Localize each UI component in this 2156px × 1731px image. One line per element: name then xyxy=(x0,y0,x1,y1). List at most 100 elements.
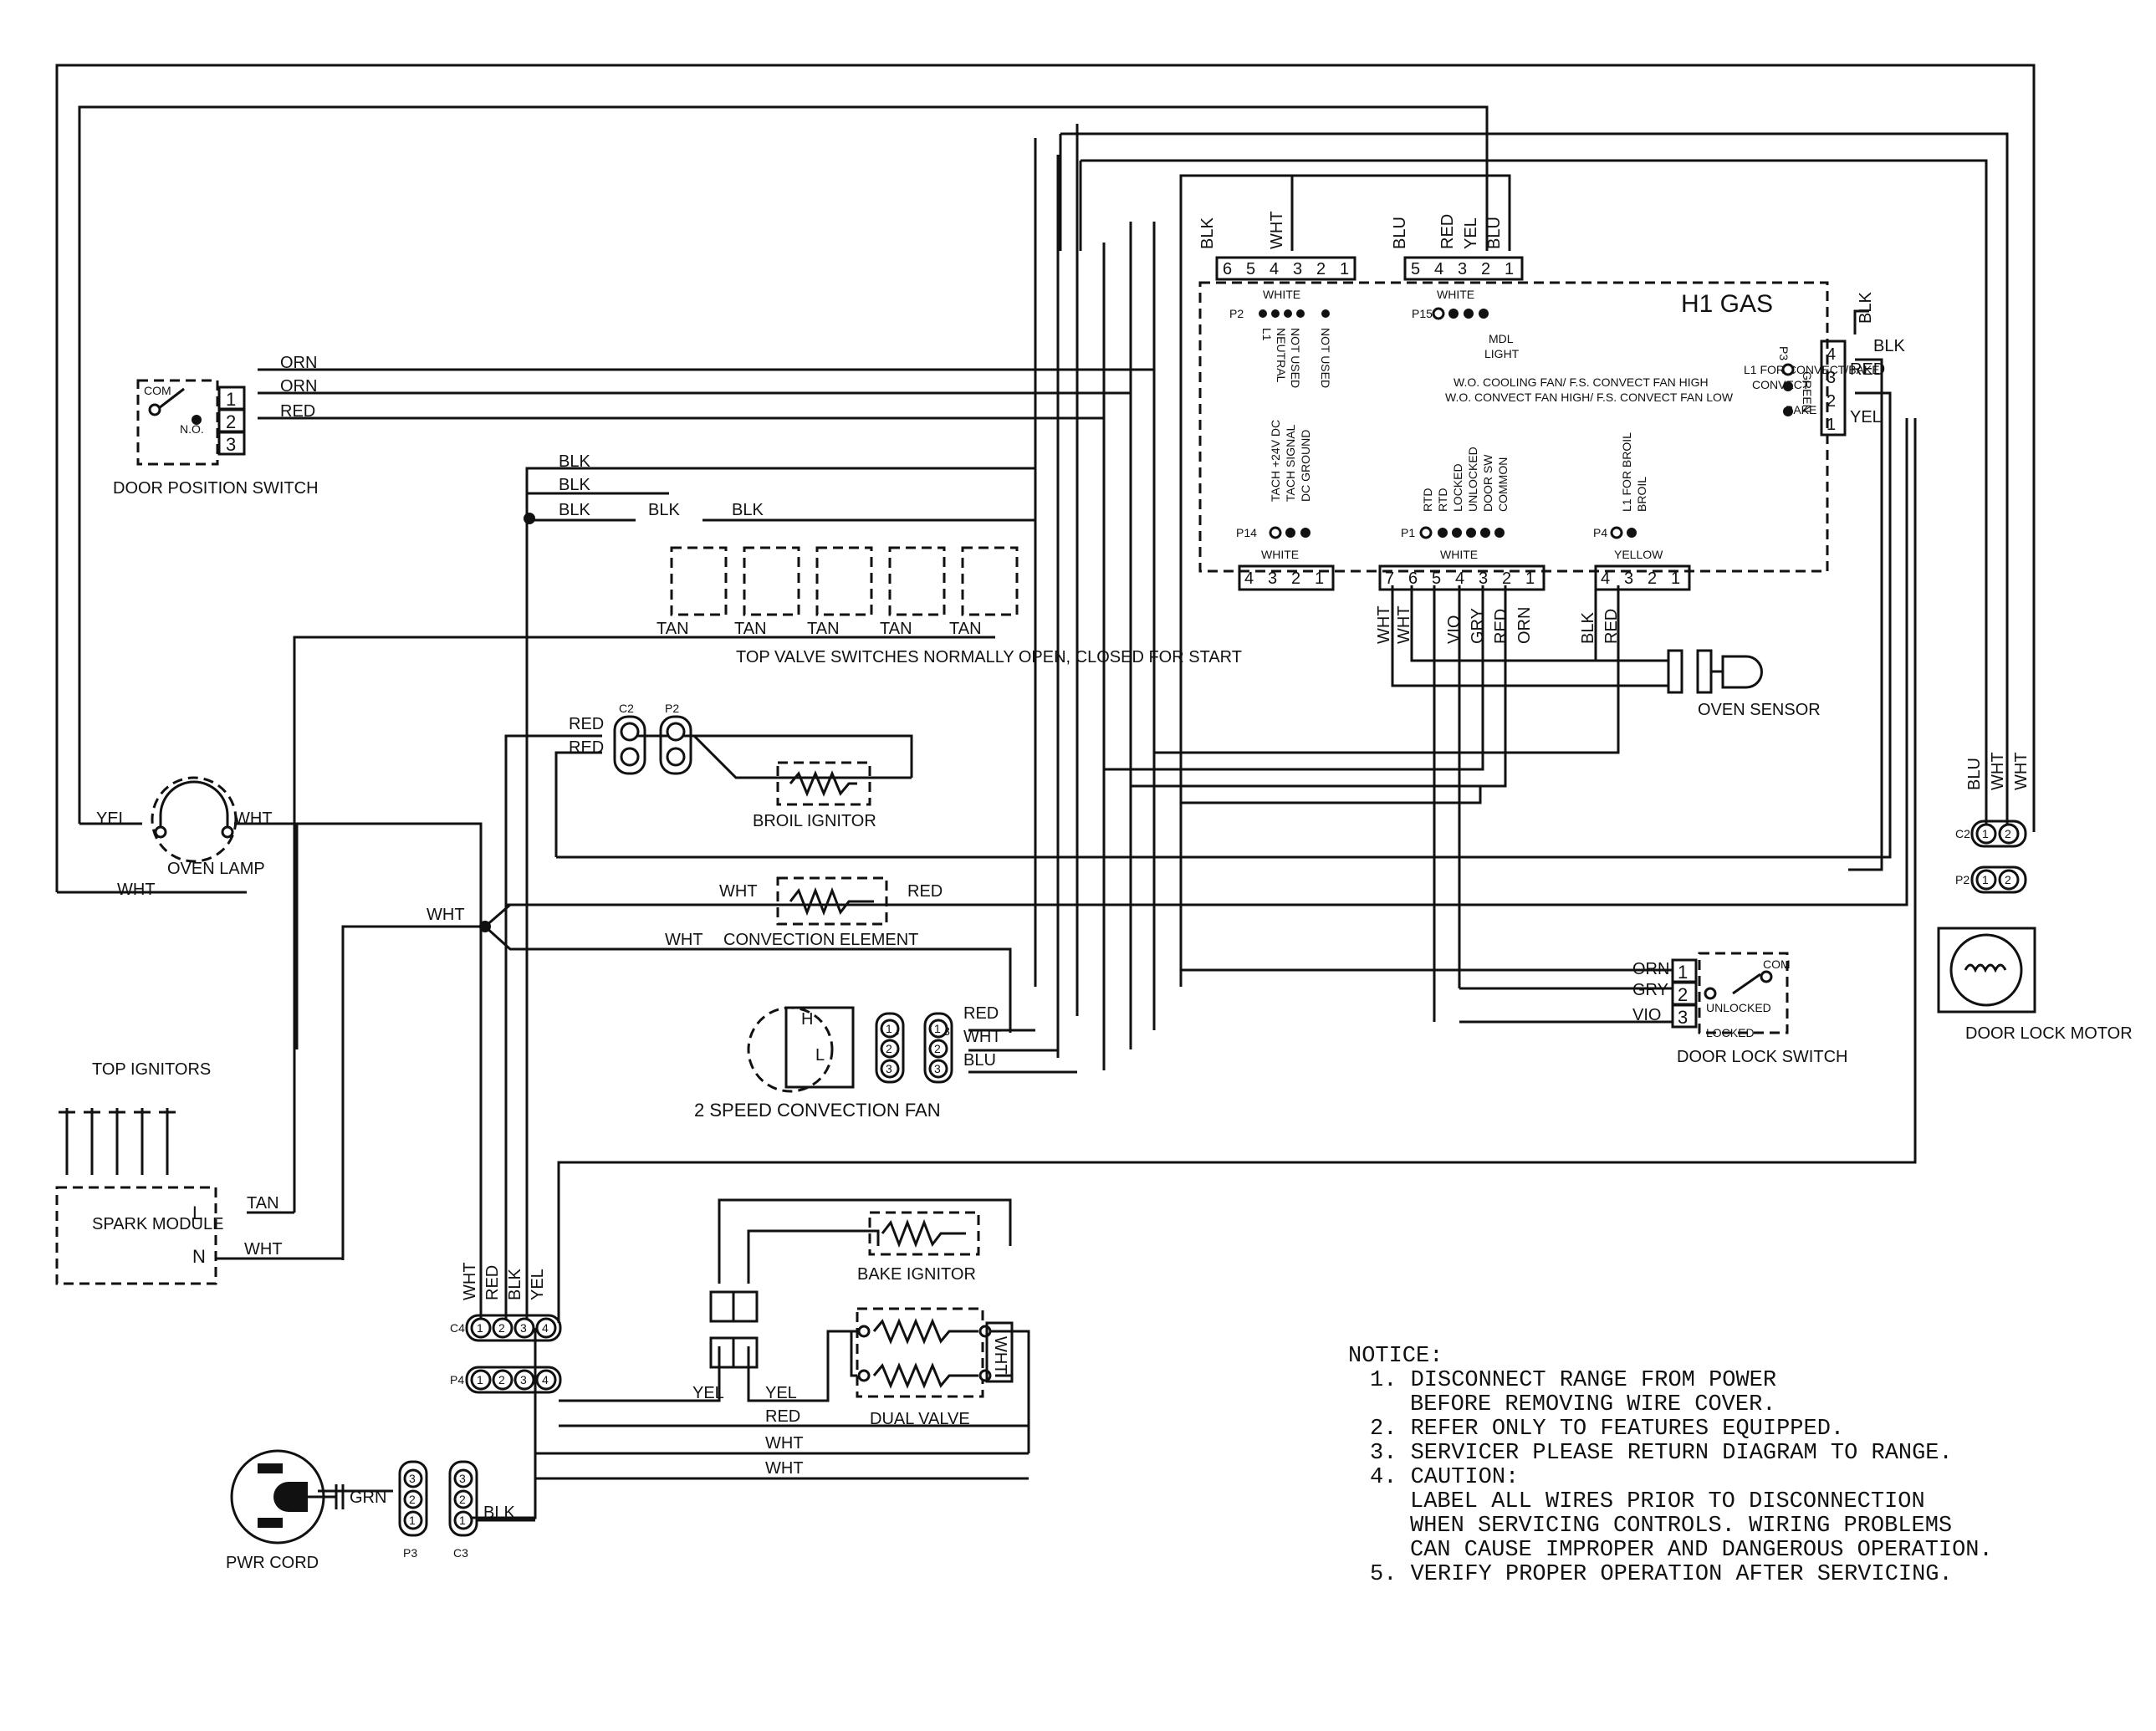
svg-text:RED: RED xyxy=(1492,609,1510,644)
svg-text:4: 4 xyxy=(542,1373,549,1386)
svg-text:1: 1 xyxy=(1982,873,1989,886)
svg-text:2: 2 xyxy=(1316,260,1326,278)
notice-title: NOTICE: xyxy=(1348,1344,1443,1369)
svg-text:P14: P14 xyxy=(1236,526,1257,539)
svg-text:WHT: WHT xyxy=(117,881,156,899)
svg-text:WHITE: WHITE xyxy=(1263,288,1300,301)
svg-text:3: 3 xyxy=(1458,260,1467,278)
svg-text:WHITE: WHITE xyxy=(1437,288,1474,301)
oven-lamp: YEL WHT WHT OVEN LAMP xyxy=(96,776,273,899)
svg-text:P2: P2 xyxy=(665,702,679,715)
svg-text:P3: P3 xyxy=(403,1546,417,1560)
svg-text:BLU: BLU xyxy=(1391,217,1409,249)
svg-text:P4: P4 xyxy=(1593,526,1607,539)
oven-sensor: OVEN SENSOR xyxy=(1667,649,1821,719)
notice-item-3: 3. SERVICER PLEASE RETURN DIAGRAM TO RAN… xyxy=(1370,1441,1953,1466)
svg-text:2 SPEED CONVECTION FAN: 2 SPEED CONVECTION FAN xyxy=(694,1100,941,1121)
connector-c4: WHT RED BLK YEL C4 1 2 3 4 xyxy=(450,1262,562,1342)
svg-text:TAN: TAN xyxy=(949,620,982,638)
door-lock-switch: ORN GRY VIO 1 2 3 COM UNLOCKED LOCKED DO… xyxy=(1632,952,1847,1066)
svg-text:3: 3 xyxy=(520,1321,527,1335)
svg-text:GREEN: GREEN xyxy=(1801,371,1814,413)
svg-text:4: 4 xyxy=(1826,345,1836,364)
svg-text:COM: COM xyxy=(144,384,171,397)
svg-text:H: H xyxy=(801,1010,813,1029)
dual-valve: WHT DUAL VALVE YEL YEL RED WHT WHT xyxy=(535,1307,1029,1480)
svg-text:TACH SIGNAL: TACH SIGNAL xyxy=(1284,424,1297,502)
svg-text:1: 1 xyxy=(1340,260,1349,278)
notice-block: NOTICE: 1. DISCONNECT RANGE FROM POWER B… xyxy=(1348,1345,2101,1587)
svg-text:LOCKED: LOCKED xyxy=(1451,463,1464,512)
svg-text:SPARK MODULE: SPARK MODULE xyxy=(92,1215,223,1233)
connector-p4: P4 1 2 3 4 xyxy=(450,1366,562,1394)
svg-text:4: 4 xyxy=(1455,569,1464,588)
connector-p2: BLK WHT 6 5 4 3 2 1 WHITE P2 L1 NEUTRAL … xyxy=(1198,211,1356,388)
h1-gas-control-board: H1 GAS BLK WHT 6 5 4 3 2 1 WHITE P2 L1 N… xyxy=(1198,211,1880,644)
svg-text:ORN: ORN xyxy=(280,354,317,372)
svg-text:YEL: YEL xyxy=(96,809,128,828)
svg-text:RED: RED xyxy=(483,1265,502,1300)
svg-text:6: 6 xyxy=(1408,569,1418,588)
wire-label-blk: BLK xyxy=(1873,337,1905,355)
svg-text:BLU: BLU xyxy=(963,1051,996,1070)
svg-text:TAN: TAN xyxy=(734,620,767,638)
svg-text:RTD: RTD xyxy=(1421,488,1434,512)
svg-text:TAN: TAN xyxy=(657,620,689,638)
svg-text:1: 1 xyxy=(226,389,236,410)
svg-text:NEUTRAL: NEUTRAL xyxy=(1275,328,1288,383)
svg-text:RED: RED xyxy=(1602,609,1621,644)
svg-text:DOOR LOCK SWITCH: DOOR LOCK SWITCH xyxy=(1677,1048,1847,1066)
svg-text:4: 4 xyxy=(1270,260,1279,278)
svg-text:BLU: BLU xyxy=(1485,217,1504,249)
svg-text:3: 3 xyxy=(886,1062,892,1075)
svg-text:3: 3 xyxy=(1268,569,1277,588)
svg-text:2: 2 xyxy=(2005,827,2011,840)
svg-text:NOT USED: NOT USED xyxy=(1289,328,1302,388)
svg-text:L1: L1 xyxy=(1260,328,1274,341)
panel-title: H1 GAS xyxy=(1681,290,1773,318)
svg-text:3: 3 xyxy=(1826,369,1836,387)
svg-text:2: 2 xyxy=(1648,569,1657,588)
svg-text:RED: RED xyxy=(280,402,315,421)
svg-text:1: 1 xyxy=(1525,569,1535,588)
svg-text:GRY: GRY xyxy=(1469,608,1487,644)
svg-text:GRN: GRN xyxy=(350,1488,386,1507)
notice-item-5: 5. VERIFY PROPER OPERATION AFTER SERVICI… xyxy=(1370,1562,1953,1587)
svg-text:ORN: ORN xyxy=(280,377,317,396)
svg-text:6: 6 xyxy=(1223,260,1232,278)
svg-text:WHT: WHT xyxy=(1395,605,1413,644)
connector-p1: RTD RTD LOCKED UNLOCKED DOOR SW COMMON P… xyxy=(1375,447,1545,644)
svg-text:BROIL IGNITOR: BROIL IGNITOR xyxy=(753,812,876,830)
svg-text:DOOR POSITION SWITCH: DOOR POSITION SWITCH xyxy=(113,479,319,498)
svg-text:DOOR SW: DOOR SW xyxy=(1481,454,1494,512)
wire-label-blk-top: BLK xyxy=(1857,292,1875,324)
svg-text:BAKE IGNITOR: BAKE IGNITOR xyxy=(857,1265,976,1284)
svg-text:YEL: YEL xyxy=(765,1384,797,1402)
svg-text:BLU: BLU xyxy=(1965,758,1984,790)
svg-text:3: 3 xyxy=(409,1472,416,1485)
svg-text:BLK: BLK xyxy=(559,476,590,494)
svg-text:WHT: WHT xyxy=(1989,752,2007,790)
svg-text:1: 1 xyxy=(1826,416,1836,434)
svg-text:4: 4 xyxy=(542,1321,549,1335)
svg-text:BLK: BLK xyxy=(732,501,764,519)
svg-text:2: 2 xyxy=(498,1373,505,1386)
svg-text:WHITE: WHITE xyxy=(1261,548,1299,561)
svg-text:2: 2 xyxy=(934,1042,941,1055)
svg-text:3: 3 xyxy=(934,1062,941,1075)
svg-text:DUAL VALVE: DUAL VALVE xyxy=(870,1410,970,1428)
svg-text:1: 1 xyxy=(886,1022,892,1035)
notice-item-1: 1. DISCONNECT RANGE FROM POWER xyxy=(1370,1368,1777,1393)
svg-text:C2: C2 xyxy=(619,702,634,715)
svg-text:3: 3 xyxy=(520,1373,527,1386)
svg-text:WHT: WHT xyxy=(765,1459,804,1478)
svg-text:1: 1 xyxy=(1982,827,1989,840)
svg-text:ORN: ORN xyxy=(1515,607,1534,644)
spark-module: TOP IGNITORS SPARK MODULE L N TAN WHT xyxy=(55,1060,343,1285)
svg-text:YEL: YEL xyxy=(529,1269,547,1300)
svg-text:WHITE: WHITE xyxy=(1440,548,1478,561)
svg-text:COMMON: COMMON xyxy=(1496,457,1510,512)
svg-text:2: 2 xyxy=(459,1493,466,1506)
wire-harness xyxy=(55,64,2036,1519)
svg-text:TAN: TAN xyxy=(807,620,840,638)
